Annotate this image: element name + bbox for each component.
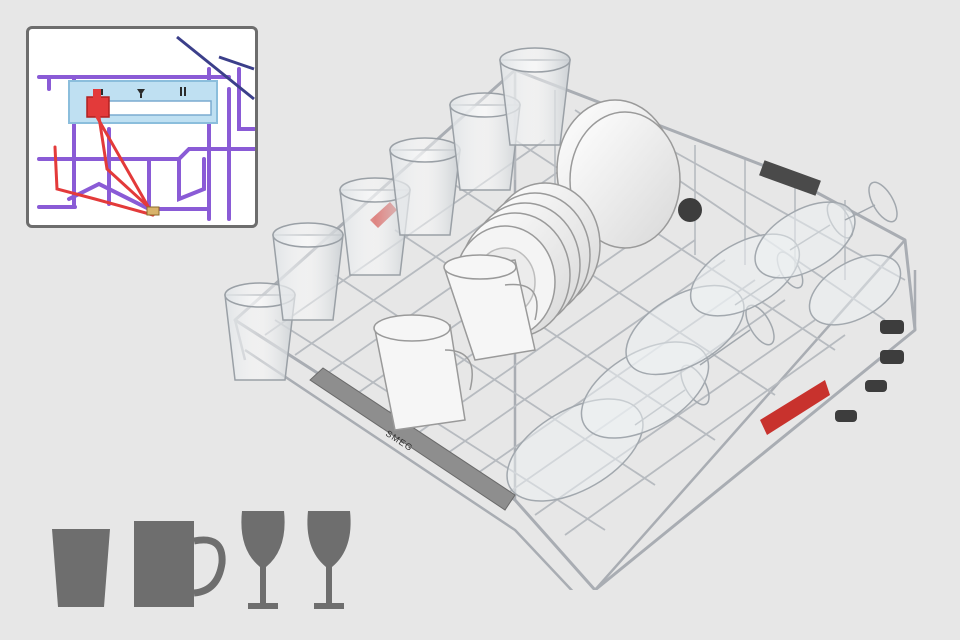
tumbler-row: [224, 47, 571, 381]
tumbler-icon: [52, 529, 110, 607]
rack-adjuster-diagram: [37, 35, 255, 221]
mug-icon: [134, 521, 226, 607]
rack-adjuster-inset: [26, 26, 258, 228]
tableware-icon-legend: [48, 505, 368, 615]
wine-glass-icon: [241, 511, 285, 609]
cup-pair: [373, 254, 538, 431]
dishwasher-upper-rack: SMEG: [224, 47, 917, 590]
wine-glass-row: [506, 181, 902, 502]
wine-glass-icon: [307, 511, 351, 609]
rack-front-handle[interactable]: SMEG: [309, 367, 516, 511]
